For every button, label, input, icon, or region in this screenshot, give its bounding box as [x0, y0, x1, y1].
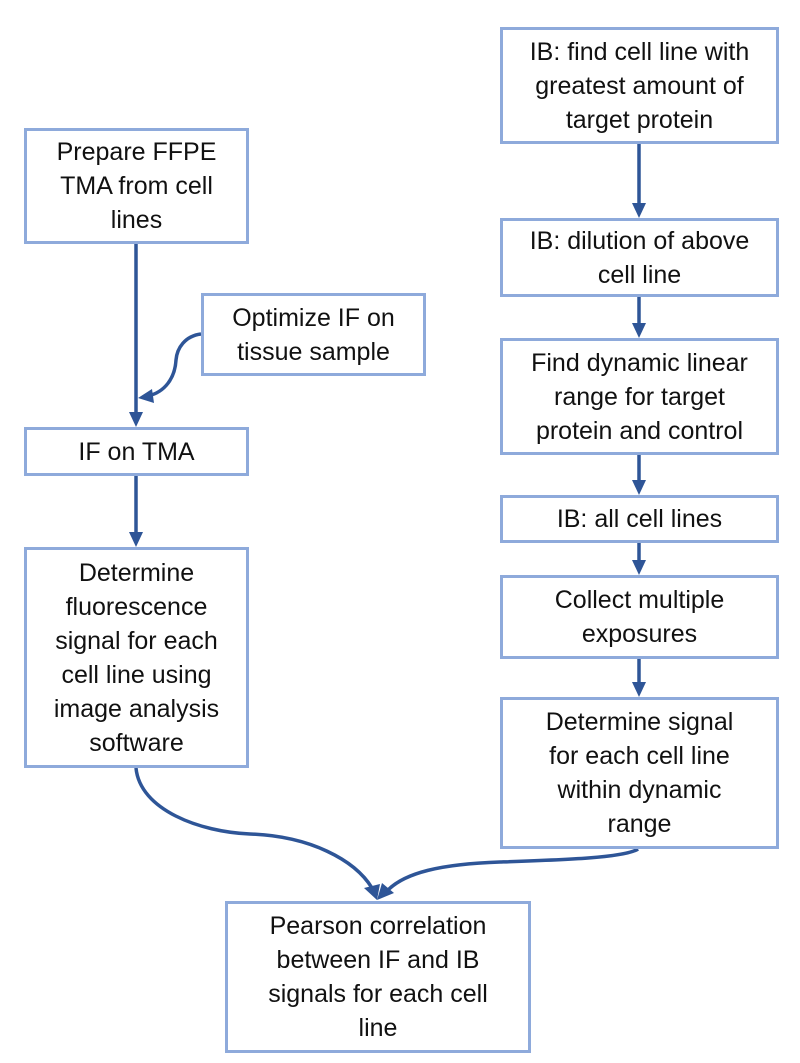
node-label: Prepare FFPE TMA from cell lines [56, 138, 217, 234]
node-label: Determine signal for each cell line with… [545, 708, 734, 838]
arrowhead-icon [138, 389, 154, 403]
node-label: IB: all cell lines [556, 505, 723, 533]
node-ib-find: IB: find cell line with greatest amount … [500, 27, 779, 144]
edge-determine-fluorescence-to-pearson [134, 767, 374, 889]
arrowhead-icon [632, 560, 646, 575]
node-label: Determine fluorescence signal for each c… [53, 558, 220, 757]
node-ib-all: IB: all cell lines [500, 495, 779, 543]
node-label: IB: dilution of above cell line [529, 226, 750, 289]
node-label: Pearson correlation between IF and IB si… [268, 912, 488, 1042]
arrowhead-icon [632, 203, 646, 218]
arrowhead-icon [129, 412, 143, 427]
node-determine-signal: Determine signal for each cell line with… [500, 697, 779, 849]
node-label: Find dynamic linear range for target pro… [531, 348, 748, 445]
arrowhead-icon [364, 884, 380, 900]
node-find-dynamic: Find dynamic linear range for target pro… [500, 338, 779, 455]
arrowhead-icon [129, 532, 143, 547]
arrowhead-icon [632, 323, 646, 338]
arrowhead-icon [632, 480, 646, 495]
node-prepare-ffpe: Prepare FFPE TMA from cell lines [24, 128, 249, 244]
node-label: Collect multiple exposures [554, 586, 725, 648]
node-pearson: Pearson correlation between IF and IB si… [225, 901, 531, 1053]
edge-determine-signal-to-pearson [386, 847, 639, 892]
node-label: Optimize IF on tissue sample [232, 303, 395, 366]
node-if-on-tma: IF on TMA [24, 427, 249, 476]
node-ib-dilution: IB: dilution of above cell line [500, 218, 779, 297]
node-optimize-if: Optimize IF on tissue sample [201, 293, 426, 376]
node-label: IB: find cell line with greatest amount … [529, 37, 750, 134]
arrowhead-icon [632, 682, 646, 697]
node-determine-fluorescence: Determine fluorescence signal for each c… [24, 547, 249, 768]
node-collect-exposures: Collect multiple exposures [500, 575, 779, 659]
node-label: IF on TMA [78, 437, 195, 466]
arrowhead-icon [377, 883, 394, 900]
edge-optimize-if-to-if-on-tma [147, 332, 202, 398]
